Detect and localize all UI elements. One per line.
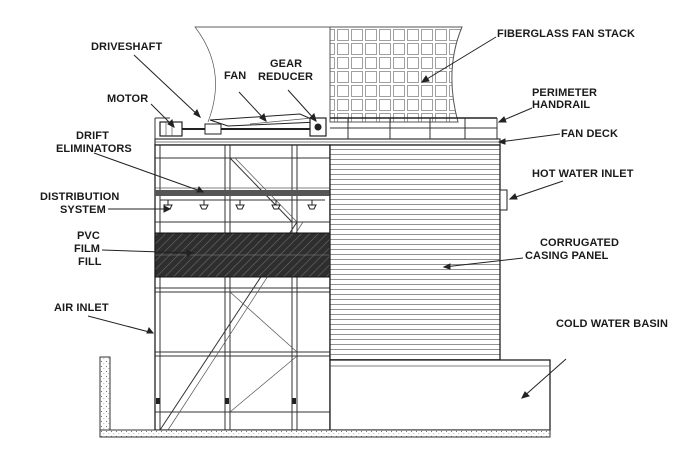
label-hot-water-inlet: HOT WATER INLET [532,168,634,180]
hot-water-inlet [499,189,508,211]
labels: FIBERGLASS FAN STACK DRIVESHAFT GEAR RED… [40,28,668,330]
label-corrugated-casing-panel-line1: CORRUGATED [540,237,619,249]
drift-eliminators [155,190,330,196]
concrete-basin-wall [99,356,551,438]
fan-stack [194,26,463,123]
label-corrugated-casing-panel-line2: CASING PANEL [525,250,609,262]
label-drift-eliminators-line2: ELIMINATORS [56,143,132,155]
label-distribution-system-line1: DISTRIBUTION [40,191,119,203]
label-perimeter-handrail-line1: PERIMETER [532,87,597,99]
perimeter-handrail [154,117,498,139]
label-pvc-film-fill-line2: FILM [74,243,100,255]
leader-lines [87,36,567,399]
label-fan: FAN [224,70,246,82]
label-driveshaft: DRIVESHAFT [91,41,162,53]
fan-deck [154,138,501,146]
label-cold-water-basin: COLD WATER BASIN [556,318,668,330]
label-air-inlet: AIR INLET [54,302,109,314]
label-gear-reducer-line2: REDUCER [258,71,313,83]
label-motor: MOTOR [107,93,148,105]
label-gear-reducer-line1: GEAR [270,58,302,70]
label-fan-deck: FAN DECK [561,128,618,140]
corrugated-casing-panel [329,144,501,361]
distribution-system [160,199,325,210]
label-perimeter-handrail-line2: HANDRAIL [532,99,590,111]
label-drift-eliminators-line1: DRIFT [76,130,109,142]
label-pvc-film-fill-line3: FILL [78,256,102,268]
driveshaft [182,123,318,135]
label-pvc-film-fill-line1: PVC [77,230,100,242]
label-fiberglass-fan-stack: FIBERGLASS FAN STACK [497,28,635,40]
label-distribution-system-line2: SYSTEM [60,204,106,216]
cold-water-basin [329,359,551,431]
gear-reducer [309,117,327,137]
